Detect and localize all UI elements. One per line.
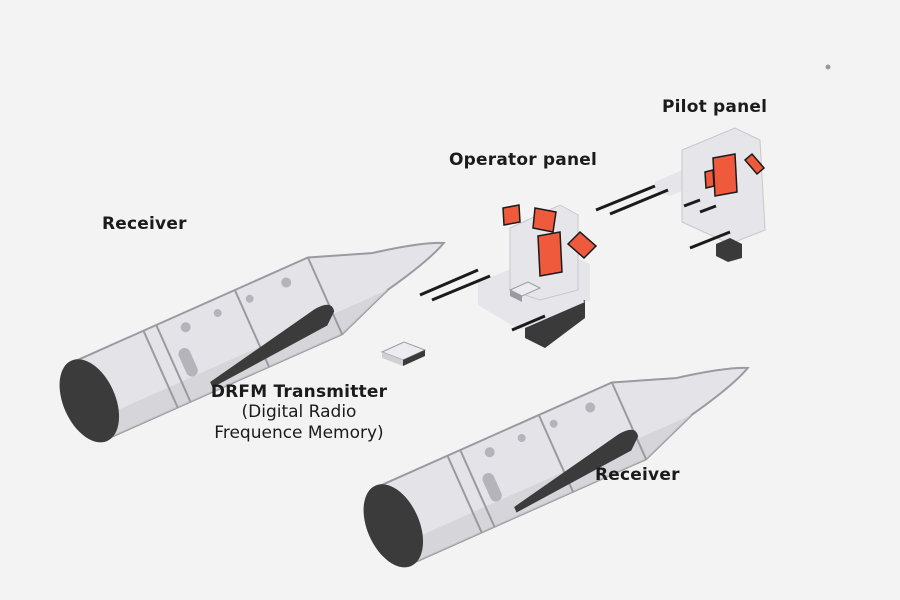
pilot-panel-illustration (595, 127, 766, 262)
operator-panel-illustration (419, 204, 598, 348)
drfm-title: DRFM Transmitter (210, 382, 388, 402)
drfm-subtitle-line2: Frequence Memory) (214, 423, 384, 443)
drfm-subtitle-line1: (Digital Radio (241, 402, 357, 422)
receiver-pod-bottom (350, 326, 767, 578)
pilot-panel-label: Pilot panel (662, 97, 768, 117)
dot-marker-icon (825, 64, 831, 70)
receiver-bottom-label: Receiver (595, 465, 680, 485)
receiver-top-label: Receiver (102, 214, 187, 234)
operator-panel-label: Operator panel (449, 150, 598, 170)
drfm-box-icon (380, 341, 427, 366)
drfm-label-group: DRFM Transmitter (Digital Radio Frequenc… (186, 382, 412, 444)
